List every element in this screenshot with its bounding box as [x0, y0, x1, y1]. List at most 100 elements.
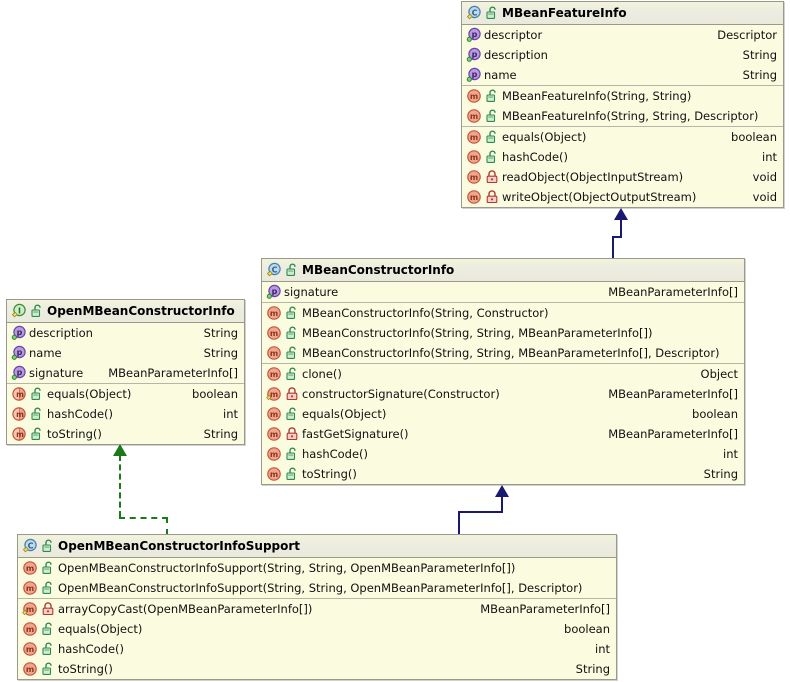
method-row[interactable]: m arrayCopyCast(OpenMBeanParameterInfo[]… — [18, 599, 616, 619]
lock-closed-icon — [284, 426, 300, 442]
lock-open-icon — [40, 661, 56, 677]
member-name: signature — [284, 285, 339, 299]
svg-text:m: m — [470, 92, 478, 101]
constructor-row[interactable]: m MBeanFeatureInfo(String, String, Descr… — [462, 106, 783, 126]
method-row[interactable]: m hashCode() int — [18, 639, 616, 659]
method-row[interactable]: m equals(Object) boolean — [7, 384, 244, 404]
svg-text:m: m — [16, 410, 24, 419]
field-row[interactable]: p signature MBeanParameterInfo[] — [7, 363, 244, 383]
member-name: hashCode() — [502, 150, 569, 164]
class-title: MBeanFeatureInfo — [502, 6, 627, 20]
section-methods: m clone() Object m constructorSignature(… — [262, 363, 744, 484]
class-header-mbean-feature-info[interactable]: C MBeanFeatureInfo — [462, 2, 783, 25]
member-name: hashCode() — [302, 447, 369, 461]
svg-text:p: p — [17, 328, 23, 337]
section-methods: m equals(Object) boolean m hashCode() in… — [462, 126, 783, 207]
constructor-row[interactable]: m MBeanFeatureInfo(String, String) — [462, 86, 783, 106]
svg-text:m: m — [470, 173, 478, 182]
section-fields: p description String p name String p sig… — [7, 323, 244, 383]
generalization2-segment-horizontal — [458, 511, 503, 513]
member-name: name — [484, 68, 517, 82]
method-row[interactable]: m toString() String — [262, 464, 744, 484]
lock-open-icon — [284, 325, 300, 341]
method-icon: m — [22, 580, 38, 596]
class-title: OpenMBeanConstructorInfoSupport — [58, 539, 301, 553]
field-row[interactable]: p name String — [7, 343, 244, 363]
lock-open-icon — [40, 580, 56, 596]
member-name: equals(Object) — [502, 130, 587, 144]
svg-text:p: p — [17, 348, 23, 357]
member-type: MBeanParameterInfo[] — [608, 387, 738, 401]
method-row[interactable]: m hashCode() int — [462, 147, 783, 167]
class-box-open-mbean-constructor-info-support[interactable]: C OpenMBeanConstructorInfoSupport m Open… — [17, 534, 617, 680]
method-row[interactable]: m writeObject(ObjectOutputStream) void — [462, 187, 783, 207]
class-header-mbean-constructor-info[interactable]: C MBeanConstructorInfo — [262, 259, 744, 282]
method-row[interactable]: m hashCode() int — [262, 444, 744, 464]
field-row[interactable]: p description String — [7, 323, 244, 343]
constructor-row[interactable]: m MBeanConstructorInfo(String, String, M… — [262, 323, 744, 343]
field-row[interactable]: p name String — [462, 65, 783, 85]
method-row[interactable]: m equals(Object) boolean — [18, 619, 616, 639]
member-name: OpenMBeanConstructorInfoSupport(String, … — [58, 581, 583, 595]
member-name: MBeanConstructorInfo(String, Constructor… — [302, 306, 549, 320]
svg-text:p: p — [272, 287, 278, 296]
method-row[interactable]: m constructorSignature(Constructor) MBea… — [262, 384, 744, 404]
member-type: String — [703, 467, 738, 481]
method-row[interactable]: m toString() String — [7, 424, 244, 444]
method-row[interactable]: m fastGetSignature() MBeanParameterInfo[… — [262, 424, 744, 444]
svg-text:m: m — [270, 349, 278, 358]
svg-text:m: m — [470, 153, 478, 162]
section-constructors: m MBeanConstructorInfo(String, Construct… — [262, 302, 744, 363]
method-row[interactable]: m equals(Object) boolean — [262, 404, 744, 424]
lock-open-icon — [284, 466, 300, 482]
method-row[interactable]: m clone() Object — [262, 364, 744, 384]
method-row[interactable]: m hashCode() int — [7, 404, 244, 424]
member-type: boolean — [564, 622, 610, 636]
lock-open-icon — [284, 262, 300, 278]
lock-open-icon — [40, 538, 56, 554]
field-row[interactable]: p description String — [462, 45, 783, 65]
class-box-mbean-feature-info[interactable]: C MBeanFeatureInfo p descriptor Descript… — [461, 1, 784, 208]
member-type: String — [203, 326, 238, 340]
method-row[interactable]: m toString() String — [18, 659, 616, 679]
generalization2-segment-vertical-lower — [458, 511, 460, 534]
field-row[interactable]: p signature MBeanParameterInfo[] — [262, 282, 744, 302]
field-icon: p — [466, 47, 482, 63]
member-name: hashCode() — [47, 407, 114, 421]
method-static-icon: m — [266, 386, 282, 402]
class-box-open-mbean-constructor-info[interactable]: I OpenMBeanConstructorInfo p description… — [6, 299, 245, 445]
field-icon: p — [11, 365, 27, 381]
method-row[interactable]: m readObject(ObjectInputStream) void — [462, 167, 783, 187]
field-row[interactable]: p descriptor Descriptor — [462, 25, 783, 45]
generalization-arrowhead — [614, 208, 628, 220]
svg-text:m: m — [470, 133, 478, 142]
constructor-row[interactable]: m MBeanConstructorInfo(String, String, M… — [262, 343, 744, 363]
lock-open-icon — [484, 129, 500, 145]
generalization-segment-horizontal — [612, 236, 622, 238]
method-icon: m — [466, 149, 482, 165]
section-methods: m arrayCopyCast(OpenMBeanParameterInfo[]… — [18, 598, 616, 679]
svg-text:m: m — [26, 584, 34, 593]
member-type: String — [203, 427, 238, 441]
method-icon: m — [266, 325, 282, 341]
member-type: boolean — [731, 130, 777, 144]
svg-text:C: C — [272, 265, 278, 274]
class-header-open-mbean-constructor-info[interactable]: I OpenMBeanConstructorInfo — [7, 300, 244, 323]
constructor-row[interactable]: m OpenMBeanConstructorInfoSupport(String… — [18, 578, 616, 598]
constructor-row[interactable]: m MBeanConstructorInfo(String, Construct… — [262, 303, 744, 323]
svg-text:m: m — [270, 309, 278, 318]
method-row[interactable]: m equals(Object) boolean — [462, 127, 783, 147]
lock-open-icon — [40, 621, 56, 637]
constructor-row[interactable]: m OpenMBeanConstructorInfoSupport(String… — [18, 558, 616, 578]
class-header-open-mbean-constructor-info-support[interactable]: C OpenMBeanConstructorInfoSupport — [18, 535, 616, 558]
realization-arrowhead — [113, 444, 127, 456]
svg-text:I: I — [18, 306, 21, 315]
svg-text:m: m — [26, 625, 34, 634]
class-box-mbean-constructor-info[interactable]: C MBeanConstructorInfo p signature MBean… — [261, 258, 745, 485]
svg-text:C: C — [28, 541, 34, 550]
lock-open-icon — [484, 149, 500, 165]
member-type: int — [762, 150, 777, 164]
svg-text:m: m — [270, 470, 278, 479]
section-constructors: m OpenMBeanConstructorInfoSupport(String… — [18, 558, 616, 598]
